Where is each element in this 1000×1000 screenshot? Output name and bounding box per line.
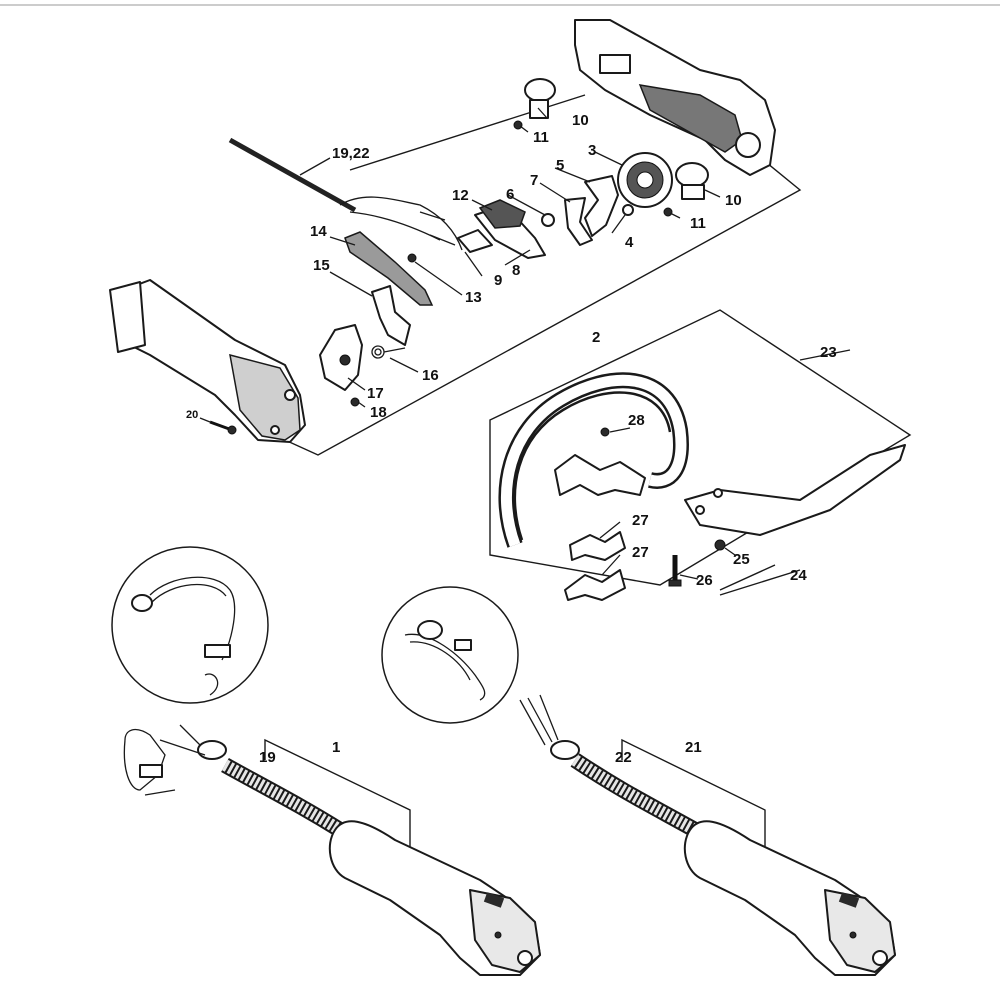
nut-25 [714,539,726,551]
label-14: 14 [310,223,327,240]
label-9: 9 [494,272,502,289]
label-22: 22 [615,749,632,766]
bolt-26 [668,555,682,587]
label-16: 16 [422,367,439,384]
lever-7 [564,197,593,246]
switch-12 [478,199,526,229]
loop-handle-frame-23 [489,309,912,586]
wire-harness-19-22 [228,137,463,251]
wiring-detail-left [111,546,269,704]
washer-6 [541,213,555,227]
label-19: 19 [259,749,276,766]
screw-11-upper [513,120,523,130]
label-7: 7 [530,172,538,189]
label-11-lower: 11 [690,215,706,232]
label-13: 13 [465,289,482,306]
barrier-bar-24 [684,444,906,536]
lines-24-26 [719,564,801,596]
label-27-lower: 27 [632,544,649,561]
control-handle-housing [109,279,306,443]
handle-assembly-21 [519,694,896,976]
label-1: 1 [332,739,340,756]
label-21: 21 [685,739,702,756]
label-11-upper: 11 [533,129,549,146]
loop-handle [498,372,689,548]
label-18: 18 [370,404,387,421]
clamp-10-lower [675,162,709,200]
ratchet-wheel-3 [617,152,673,208]
handle-assembly-21-bracket [621,738,766,850]
label-27-upper: 27 [632,512,649,529]
clamp-halves-27 [564,531,626,601]
lever-14 [344,231,434,306]
label-4: 4 [625,234,634,251]
label-10-upper: 10 [572,112,589,129]
label-25: 25 [733,551,750,568]
label-19-22: 19,22 [332,145,370,162]
wiring-detail-right [381,586,519,724]
label-2: 2 [592,329,600,346]
label-28: 28 [628,412,645,429]
clamp-10-upper [524,78,556,119]
pin-4 [622,204,634,216]
screw-18 [350,397,360,407]
spring-16 [371,345,406,359]
label-24: 24 [790,567,807,584]
label-3: 3 [588,142,596,159]
latch-5 [584,175,619,237]
leader-lines [199,107,736,580]
handle-assembly-1 [123,724,541,976]
label-12: 12 [452,187,469,204]
label-6: 6 [506,186,514,203]
label-20: 20 [186,409,198,421]
label-15: 15 [313,257,330,274]
trigger-lever-15 [371,285,411,346]
screw-13 [407,253,417,263]
handle-assembly-1-bracket [264,738,411,850]
screw-20 [209,420,237,435]
gear-housing [574,19,776,176]
screw-11-lower [663,207,673,217]
label-10-lower: 10 [725,192,742,209]
part-9 [457,229,493,253]
label-17: 17 [367,385,384,402]
label-8: 8 [512,262,520,279]
part-labels: 1 2 3 4 5 6 7 8 9 10 10 11 11 12 13 14 1… [186,112,837,766]
label-5: 5 [556,157,564,174]
trigger-housing-17 [319,324,363,391]
label-26: 26 [696,572,713,589]
label-23: 23 [820,344,837,361]
